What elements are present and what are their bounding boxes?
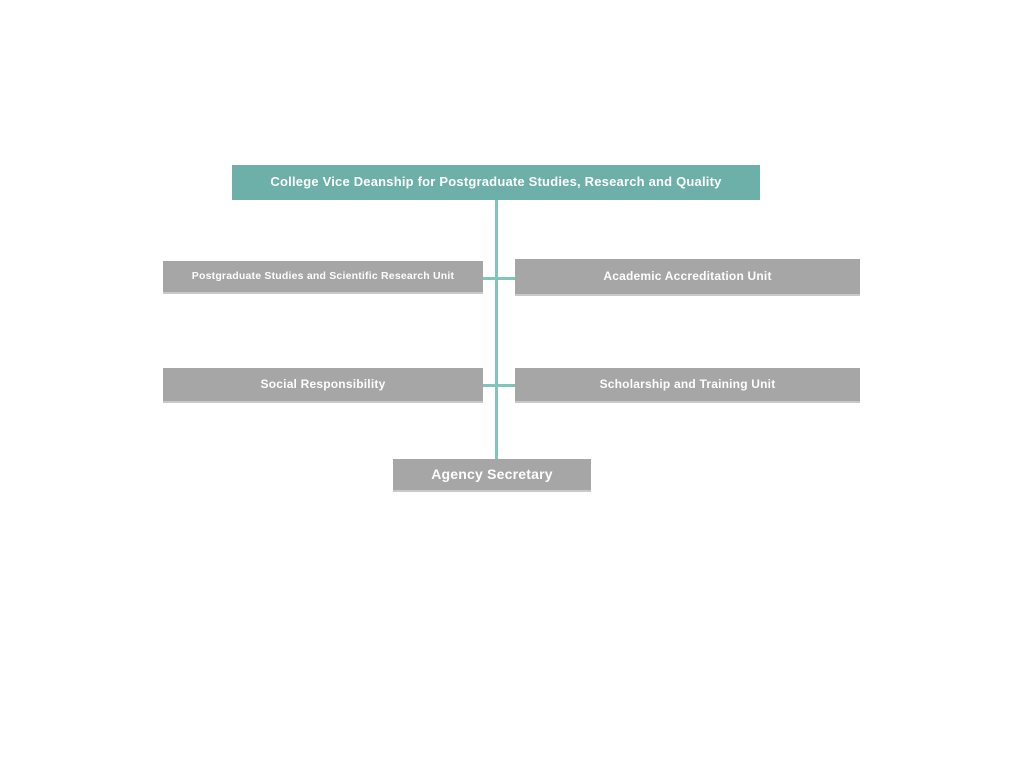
unit-node-label: Postgraduate Studies and Scientific Rese… — [191, 270, 455, 283]
secretary-node-label: Agency Secretary — [431, 466, 553, 483]
unit-node-scholarship-training: Scholarship and Training Unit — [515, 368, 860, 403]
secretary-node-agency-secretary: Agency Secretary — [393, 459, 591, 492]
unit-node-social-responsibility: Social Responsibility — [163, 368, 483, 403]
unit-node-label: Academic Accreditation Unit — [603, 268, 772, 283]
unit-node-label: Scholarship and Training Unit — [599, 376, 776, 391]
root-node-label: College Vice Deanship for Postgraduate S… — [270, 174, 722, 190]
connector-vertical-line — [495, 200, 498, 459]
connector-row1-horizontal-line — [482, 277, 516, 280]
root-node-college-vice-deanship: College Vice Deanship for Postgraduate S… — [232, 165, 760, 200]
unit-node-label: Social Responsibility — [260, 376, 386, 391]
unit-node-academic-accreditation: Academic Accreditation Unit — [515, 259, 860, 296]
unit-node-postgraduate-research: Postgraduate Studies and Scientific Rese… — [163, 261, 483, 294]
connector-row2-horizontal-line — [482, 384, 516, 387]
